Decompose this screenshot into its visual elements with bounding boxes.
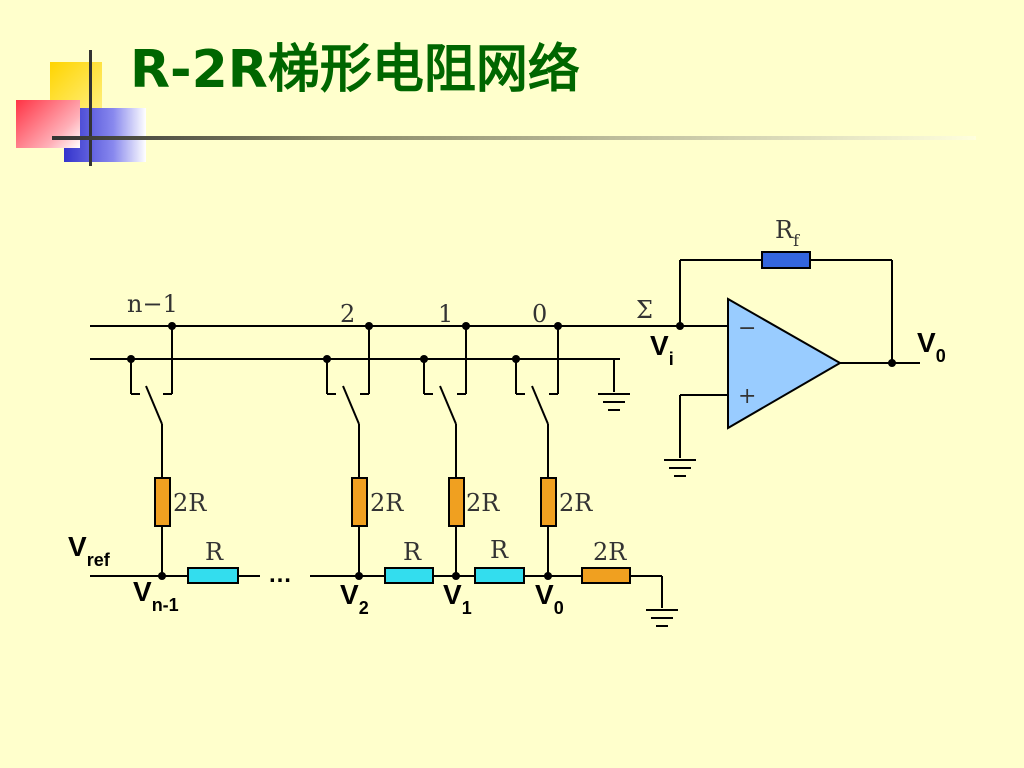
node-voltage-1: V1 bbox=[443, 579, 472, 618]
junction-dots bbox=[127, 322, 896, 367]
ellipsis: … bbox=[268, 561, 292, 588]
resistor-2r-2 bbox=[351, 477, 368, 527]
vout-label: V0 bbox=[917, 327, 946, 366]
resistor-r-2 bbox=[384, 567, 434, 584]
opamp-minus-label: − bbox=[738, 316, 756, 341]
resistor-2r-terminator bbox=[581, 567, 631, 584]
vertical-resistor-label-0: 2R bbox=[559, 489, 593, 517]
node-voltage-0: V0 bbox=[535, 579, 564, 618]
page-title: R-2R梯形电阻网络 bbox=[130, 40, 580, 100]
title-underline bbox=[52, 136, 976, 140]
resistor-2r-1 bbox=[448, 477, 465, 527]
ladder-wires bbox=[90, 575, 663, 608]
opamp-triangle bbox=[727, 297, 843, 430]
vi-label: Vi bbox=[650, 330, 674, 369]
horizontal-resistor-label-1: R bbox=[205, 538, 224, 566]
vertical-resistor-label-2: 2R bbox=[370, 489, 404, 517]
vertical-resistor-label-1: 2R bbox=[466, 489, 500, 517]
resistor-2r-n-1 bbox=[154, 477, 171, 527]
resistor-2r-0 bbox=[540, 477, 557, 527]
switch-2 bbox=[326, 326, 370, 478]
decor-red-block bbox=[16, 100, 80, 148]
rf-label: Rf bbox=[775, 216, 800, 250]
bus-lines bbox=[90, 325, 728, 392]
ladder-node-dots bbox=[158, 572, 552, 580]
node-voltage-2: V2 bbox=[340, 579, 369, 618]
ground-symbol-opamp bbox=[664, 459, 696, 477]
node-voltage-n-1: Vn-1 bbox=[133, 576, 179, 615]
horizontal-resistor-label-2: R bbox=[403, 538, 422, 566]
ground-symbol-ladder bbox=[646, 609, 678, 627]
horizontal-resistor-label-3: R bbox=[490, 536, 509, 564]
vertical-resistor-leads bbox=[161, 526, 549, 576]
resistor-r-3 bbox=[474, 567, 525, 584]
resistor-r-1 bbox=[187, 567, 239, 584]
decor-vertical-line bbox=[89, 50, 92, 166]
switch-label-n-1: n−1 bbox=[127, 290, 178, 318]
switch-label-2: 2 bbox=[340, 300, 355, 328]
resistor-rf bbox=[761, 251, 811, 269]
sum-node-label: Σ bbox=[636, 296, 653, 324]
horizontal-resistor-label-4: 2R bbox=[593, 538, 627, 566]
switch-0 bbox=[515, 326, 559, 478]
vref-label: Vref bbox=[68, 531, 111, 570]
switch-label-1: 1 bbox=[438, 300, 453, 328]
opamp-plus-label: + bbox=[738, 384, 756, 409]
ground-symbol-bus bbox=[598, 393, 630, 411]
vertical-resistor-label-n-1: 2R bbox=[173, 489, 207, 517]
switch-1 bbox=[423, 326, 467, 478]
switch-label-0: 0 bbox=[532, 300, 547, 328]
switch-n-1 bbox=[130, 326, 173, 478]
opamp-wires bbox=[679, 259, 920, 458]
